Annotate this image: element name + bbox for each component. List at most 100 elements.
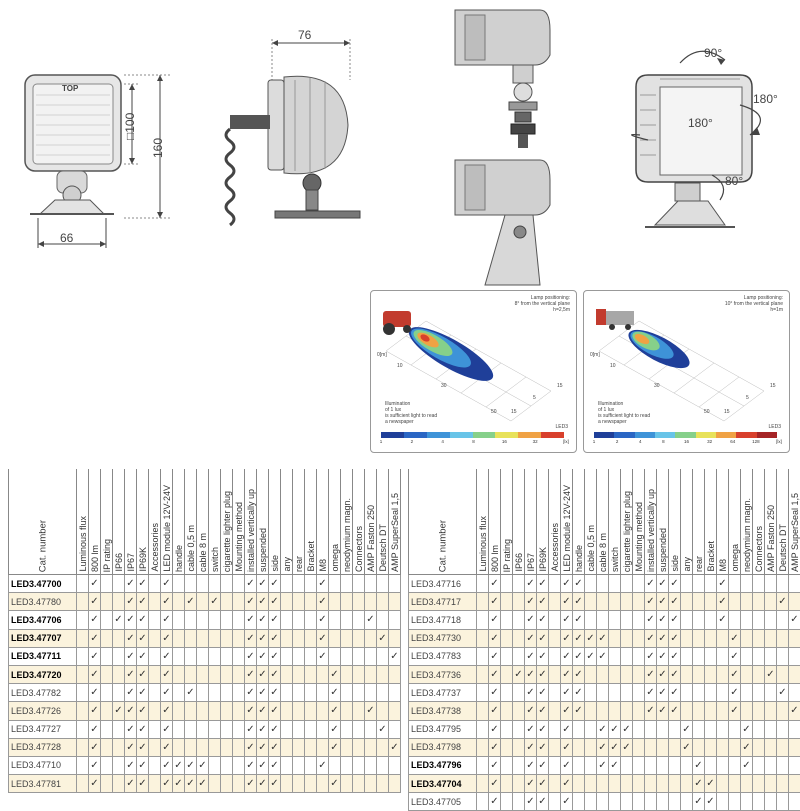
empty-cell [101, 684, 113, 702]
check-mark-cell: ✓ [161, 738, 173, 756]
check-mark-cell: ✓ [257, 702, 269, 720]
empty-cell [197, 629, 209, 647]
empty-cell [477, 702, 489, 720]
scale-swatch [675, 432, 695, 438]
empty-cell [609, 629, 621, 647]
axis-label: 15 [511, 409, 517, 415]
empty-cell [549, 738, 561, 756]
empty-cell [753, 793, 765, 811]
column-header-label: switch [210, 547, 220, 572]
column-header: Accessories [549, 469, 561, 575]
empty-cell [633, 756, 645, 774]
empty-cell [209, 575, 221, 593]
empty-cell [77, 702, 89, 720]
empty-cell [633, 738, 645, 756]
empty-cell [477, 647, 489, 665]
scale-swatch [518, 432, 541, 438]
empty-cell [149, 756, 161, 774]
check-mark-cell: ✓ [245, 611, 257, 629]
column-header: Deutsch DT [377, 469, 389, 575]
check-mark-cell: ✓ [137, 647, 149, 665]
column-header: 800 lm [489, 469, 501, 575]
empty-cell [173, 575, 185, 593]
check-mark-cell: ✓ [365, 611, 377, 629]
empty-cell [389, 665, 401, 683]
dim-depth: 76 [298, 28, 312, 42]
check-mark-cell: ✓ [245, 702, 257, 720]
empty-cell [389, 720, 401, 738]
empty-cell [633, 665, 645, 683]
empty-cell [549, 756, 561, 774]
check-mark-cell: ✓ [257, 629, 269, 647]
table-row: LED3.47795✓✓✓✓✓✓✓✓✓ [409, 720, 800, 738]
empty-cell [597, 665, 609, 683]
check-mark-cell: ✓ [161, 647, 173, 665]
check-mark-cell: ✓ [525, 756, 537, 774]
empty-cell [233, 775, 245, 793]
empty-cell [209, 629, 221, 647]
check-mark-cell: ✓ [317, 647, 329, 665]
check-mark-cell: ✓ [317, 756, 329, 774]
empty-cell [501, 629, 513, 647]
empty-cell [657, 756, 669, 774]
empty-cell [705, 647, 717, 665]
check-mark-cell: ✓ [269, 665, 281, 683]
empty-cell [549, 611, 561, 629]
check-mark-cell: ✓ [137, 720, 149, 738]
empty-cell [197, 647, 209, 665]
check-mark-cell: ✓ [573, 593, 585, 611]
empty-cell [513, 611, 525, 629]
check-mark-cell: ✓ [669, 647, 681, 665]
empty-cell [353, 756, 365, 774]
empty-cell [633, 684, 645, 702]
empty-cell [573, 738, 585, 756]
table-row: LED3.47710✓✓✓✓✓✓✓✓✓✓✓ [9, 756, 401, 774]
empty-cell [657, 775, 669, 793]
column-header-label: cable 0,5 m [586, 525, 596, 572]
model-label: LED3 [768, 424, 781, 430]
check-mark-cell: ✓ [257, 575, 269, 593]
check-mark-cell: ✓ [137, 738, 149, 756]
empty-cell [753, 684, 765, 702]
column-header: handle [173, 469, 185, 575]
empty-cell [173, 684, 185, 702]
empty-cell [389, 575, 401, 593]
check-mark-cell: ✓ [609, 738, 621, 756]
cat-number-cell: LED3.47705 [409, 793, 477, 811]
column-header-label: IP rating [502, 539, 512, 572]
column-header: omega [329, 469, 341, 575]
column-header: cable 8 m [597, 469, 609, 575]
scale-swatch [655, 432, 675, 438]
empty-cell [501, 756, 513, 774]
check-mark-cell: ✓ [245, 684, 257, 702]
column-header-label: switch [610, 547, 620, 572]
column-header-label: cigarette lighter plug [622, 491, 632, 572]
check-mark-cell: ✓ [161, 702, 173, 720]
empty-cell [645, 756, 657, 774]
empty-cell [777, 756, 789, 774]
check-mark-cell: ✓ [257, 738, 269, 756]
column-header: M8 [317, 469, 329, 575]
table-row: LED3.47781✓✓✓✓✓✓✓✓✓✓✓ [9, 775, 401, 793]
empty-cell [329, 756, 341, 774]
empty-cell [185, 702, 197, 720]
check-mark-cell: ✓ [245, 720, 257, 738]
empty-cell [609, 775, 621, 793]
check-mark-cell: ✓ [245, 775, 257, 793]
empty-cell [681, 793, 693, 811]
empty-cell [329, 647, 341, 665]
empty-cell [777, 647, 789, 665]
check-mark-cell: ✓ [537, 611, 549, 629]
empty-cell [305, 775, 317, 793]
check-mark-cell: ✓ [489, 702, 501, 720]
check-mark-cell: ✓ [269, 611, 281, 629]
empty-cell [329, 629, 341, 647]
empty-cell [377, 575, 389, 593]
check-mark-cell: ✓ [537, 720, 549, 738]
column-header: omega [729, 469, 741, 575]
empty-cell [717, 738, 729, 756]
column-header: AMP SuperSeal 1,5 [789, 469, 800, 575]
empty-cell [573, 775, 585, 793]
column-header: any [281, 469, 293, 575]
check-mark-cell: ✓ [185, 684, 197, 702]
